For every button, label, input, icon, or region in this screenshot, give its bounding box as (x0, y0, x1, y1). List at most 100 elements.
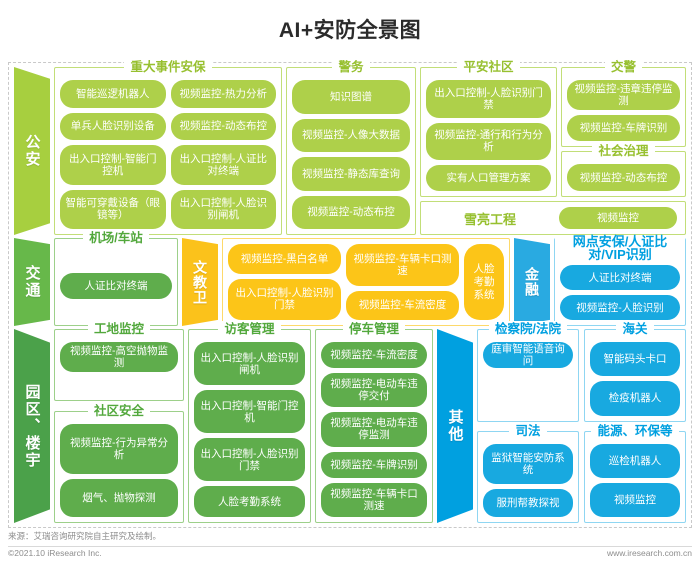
pill-item[interactable]: 视频监控-车流密度 (321, 342, 427, 368)
pill-column: 视频监控-违章违停监测 视频监控-车牌识别 (567, 80, 680, 141)
group-title: 海关 (585, 321, 685, 337)
group-construction-site-monitoring: 工地监控 视频监控-高空抛物监测 (54, 321, 184, 401)
pill-column-a: 视频监控-黑白名单 出入口控制-人脸识别门禁 (228, 244, 341, 320)
category-tab-park-building[interactable]: 园区、楼宇 (14, 329, 50, 523)
pill-item[interactable]: 视频监控-电动车违停交付 (321, 373, 427, 408)
copyright-text: ©2021.10 iResearch Inc. (8, 548, 102, 558)
pill-item[interactable]: 视频监控-动态布控 (567, 164, 680, 191)
pill-item[interactable]: 烟气、抛物探测 (60, 479, 178, 517)
pill-item[interactable]: 出入口控制-人脸识别闸机 (170, 189, 276, 229)
group-safe-community: 平安社区 出入口控制-人脸识别门禁 视频监控-通行和行为分析 实有人口管理方案 (420, 59, 557, 197)
pill-item[interactable]: 视频监控-通行和行为分析 (426, 122, 551, 160)
website-link[interactable]: www.iresearch.com.cn (606, 548, 692, 558)
group-title: 检察院/法院 (478, 321, 578, 337)
group-education-culture-health: 视频监控-黑白名单 出入口控制-人脸识别门禁 视频监控-车辆卡口测速 视频监控-… (222, 238, 510, 326)
pill-item[interactable]: 知识图谱 (292, 80, 410, 114)
group-title: 警务 (287, 59, 415, 75)
category-tab-transportation[interactable]: 交通 (14, 238, 50, 326)
pill-item[interactable]: 视频监控 (590, 482, 680, 517)
park-left-stack: 工地监控 视频监控-高空抛物监测 社区安全 视频监控-行为异常分析 烟气、抛物探… (54, 321, 184, 523)
pill-column-c: 人脸考勤系统 (464, 244, 504, 320)
pill-item[interactable]: 出入口控制-智能门控机 (60, 145, 166, 185)
pill-item[interactable]: 视频监控-违章违停监测 (567, 80, 680, 110)
band-transportation: 交通 机场/车站 人证比对终端 文教卫 视频监控-黑白名单 出入口控制-人脸识别… (14, 230, 686, 326)
pill-item[interactable]: 视频监控-动态布控 (292, 195, 410, 229)
pill-column: 巡检机器人 视频监控 (590, 443, 680, 517)
group-title: 社区安全 (55, 403, 183, 419)
pill-item[interactable]: 出入口控制-智能门控机 (194, 390, 305, 433)
pill-item[interactable]: 智能码头卡口 (590, 342, 680, 377)
group-community-safety: 社区安全 视频监控-行为异常分析 烟气、抛物探测 (54, 403, 184, 523)
pill-column: 人证比对终端 (60, 251, 172, 320)
police-right-stack: 平安社区 出入口控制-人脸识别门禁 视频监控-通行和行为分析 实有人口管理方案 … (420, 59, 686, 235)
group-visitor-management: 访客管理 出入口控制-人脸识别闸机 出入口控制-智能门控机 出入口控制-人脸识别… (188, 321, 311, 523)
band-public-security: 公安 重大事件安保 智能巡逻机器人 单兵人脸识别设备 出入口控制-智能门控机 智… (14, 59, 686, 235)
pill-item[interactable]: 检疫机器人 (590, 381, 680, 416)
group-title: 工地监控 (55, 321, 183, 337)
pill-item[interactable]: 视频监控-行为异常分析 (60, 424, 178, 474)
pill-item[interactable]: 视频监控 (559, 207, 677, 229)
group-energy-environment: 能源、环保等 巡检机器人 视频监控 (584, 422, 686, 523)
pill-item[interactable]: 视频监控-人脸识别 (560, 295, 680, 320)
pill-item[interactable]: 人脸考勤系统 (194, 486, 305, 517)
page-title: AI+安防全景图 (278, 19, 422, 42)
pill-item[interactable]: 智能巡逻机器人 (60, 80, 166, 108)
pill-column: 人证比对终端 视频监控-人脸识别 (560, 265, 680, 320)
pill-item[interactable]: 视频监控-车牌识别 (567, 115, 680, 141)
pill-item[interactable]: 出入口控制-人脸识别门禁 (228, 278, 341, 320)
source-note: 来源：艾瑞咨询研究院自主研究及绘制。 (8, 530, 692, 547)
pill-column: 知识图谱 视频监控-人像大数据 视频监控-静态库查询 视频监控-动态布控 (292, 80, 410, 229)
pill-item[interactable]: 视频监控-静态库查询 (292, 157, 410, 191)
pill-item[interactable]: 服刑帮教探视 (483, 488, 573, 517)
category-tab-finance[interactable]: 金融 (514, 238, 550, 326)
pill-item[interactable]: 人证比对终端 (560, 265, 680, 290)
pill-item[interactable]: 视频监控-人像大数据 (292, 118, 410, 152)
pill-item[interactable]: 视频监控-车牌识别 (321, 451, 427, 478)
pill-item[interactable]: 视频监控-车流密度 (346, 290, 459, 320)
group-traffic-police: 交警 视频监控-违章违停监测 视频监控-车牌识别 (561, 59, 686, 147)
pill-item[interactable]: 出入口控制-人脸识别门禁 (426, 80, 551, 118)
group-major-event-security: 重大事件安保 智能巡逻机器人 单兵人脸识别设备 出入口控制-智能门控机 智能可穿… (54, 59, 282, 235)
pill-item[interactable]: 人脸考勤系统 (464, 244, 504, 320)
group-title: 重大事件安保 (55, 59, 281, 75)
pill-item[interactable]: 出入口控制-人证比对终端 (170, 145, 276, 185)
group-procuratorate-court: 检察院/法院 庭审智能语音询问 (477, 321, 579, 422)
pill-item[interactable]: 视频监控-黑白名单 (228, 244, 341, 274)
pill-item[interactable]: 出入口控制-人脸识别闸机 (194, 342, 305, 385)
pill-item[interactable]: 实有人口管理方案 (426, 165, 551, 191)
pill-item[interactable]: 视频监控-热力分析 (170, 80, 276, 108)
pill-item[interactable]: 视频监控-动态布控 (170, 112, 276, 140)
others-row-top: 检察院/法院 庭审智能语音询问 海关 智能码头卡口 检疫机器人 (477, 321, 686, 422)
category-tab-education-culture-health[interactable]: 文教卫 (182, 238, 218, 326)
group-branch-security: 网点安保/人证比对/VIP识别 人证比对终端 视频监控-人脸识别 (554, 235, 686, 326)
group-social-governance: 社会治理 视频监控-动态布控 (561, 143, 686, 197)
pill-item[interactable]: 人证比对终端 (60, 272, 172, 299)
group-title: 雪亮工程 (463, 211, 516, 227)
pill-item[interactable]: 智能可穿戴设备（眼镜等） (60, 189, 166, 229)
group-title: 司法 (478, 422, 578, 439)
pill-item[interactable]: 巡检机器人 (590, 443, 680, 478)
group-title: 网点安保/人证比对/VIP识别 (555, 235, 685, 261)
group-title: 交警 (562, 59, 685, 75)
group-xueliang-project: 雪亮工程 视频监控 (420, 201, 686, 235)
pill-item[interactable]: 单兵人脸识别设备 (60, 112, 166, 140)
category-tab-public-security[interactable]: 公安 (14, 67, 50, 235)
group-airport-station: 机场/车站 人证比对终端 (54, 230, 178, 326)
pill-item[interactable]: 视频监控-高空抛物监测 (60, 342, 178, 372)
pill-item[interactable]: 视频监控-电动车违停监测 (321, 412, 427, 447)
pill-item[interactable]: 庭审智能语音询问 (483, 342, 573, 368)
category-tab-others[interactable]: 其他 (437, 329, 473, 523)
pill-item[interactable]: 视频监控-车辆卡口测速 (321, 482, 427, 517)
pill-item[interactable]: 监狱智能安防系统 (483, 443, 573, 484)
others-stack: 检察院/法院 庭审智能语音询问 海关 智能码头卡口 检疫机器人 司法 (477, 321, 686, 523)
pill-item[interactable]: 出入口控制-人脸识别门禁 (194, 438, 305, 481)
pill-item[interactable]: 视频监控-车辆卡口测速 (346, 244, 459, 286)
pill-column-b: 视频监控-热力分析 视频监控-动态布控 出入口控制-人证比对终端 出入口控制-人… (170, 80, 276, 229)
group-title: 能源、环保等 (585, 422, 685, 439)
pill-column: 视频监控-行为异常分析 烟气、抛物探测 (60, 424, 178, 517)
pill-column-a: 智能巡逻机器人 单兵人脸识别设备 出入口控制-智能门控机 智能可穿戴设备（眼镜等… (60, 80, 166, 229)
group-customs: 海关 智能码头卡口 检疫机器人 (584, 321, 686, 422)
pill-column: 智能码头卡口 检疫机器人 (590, 342, 680, 416)
group-title: 机场/车站 (55, 230, 177, 246)
group-police-affairs: 警务 知识图谱 视频监控-人像大数据 视频监控-静态库查询 视频监控-动态布控 (286, 59, 416, 235)
